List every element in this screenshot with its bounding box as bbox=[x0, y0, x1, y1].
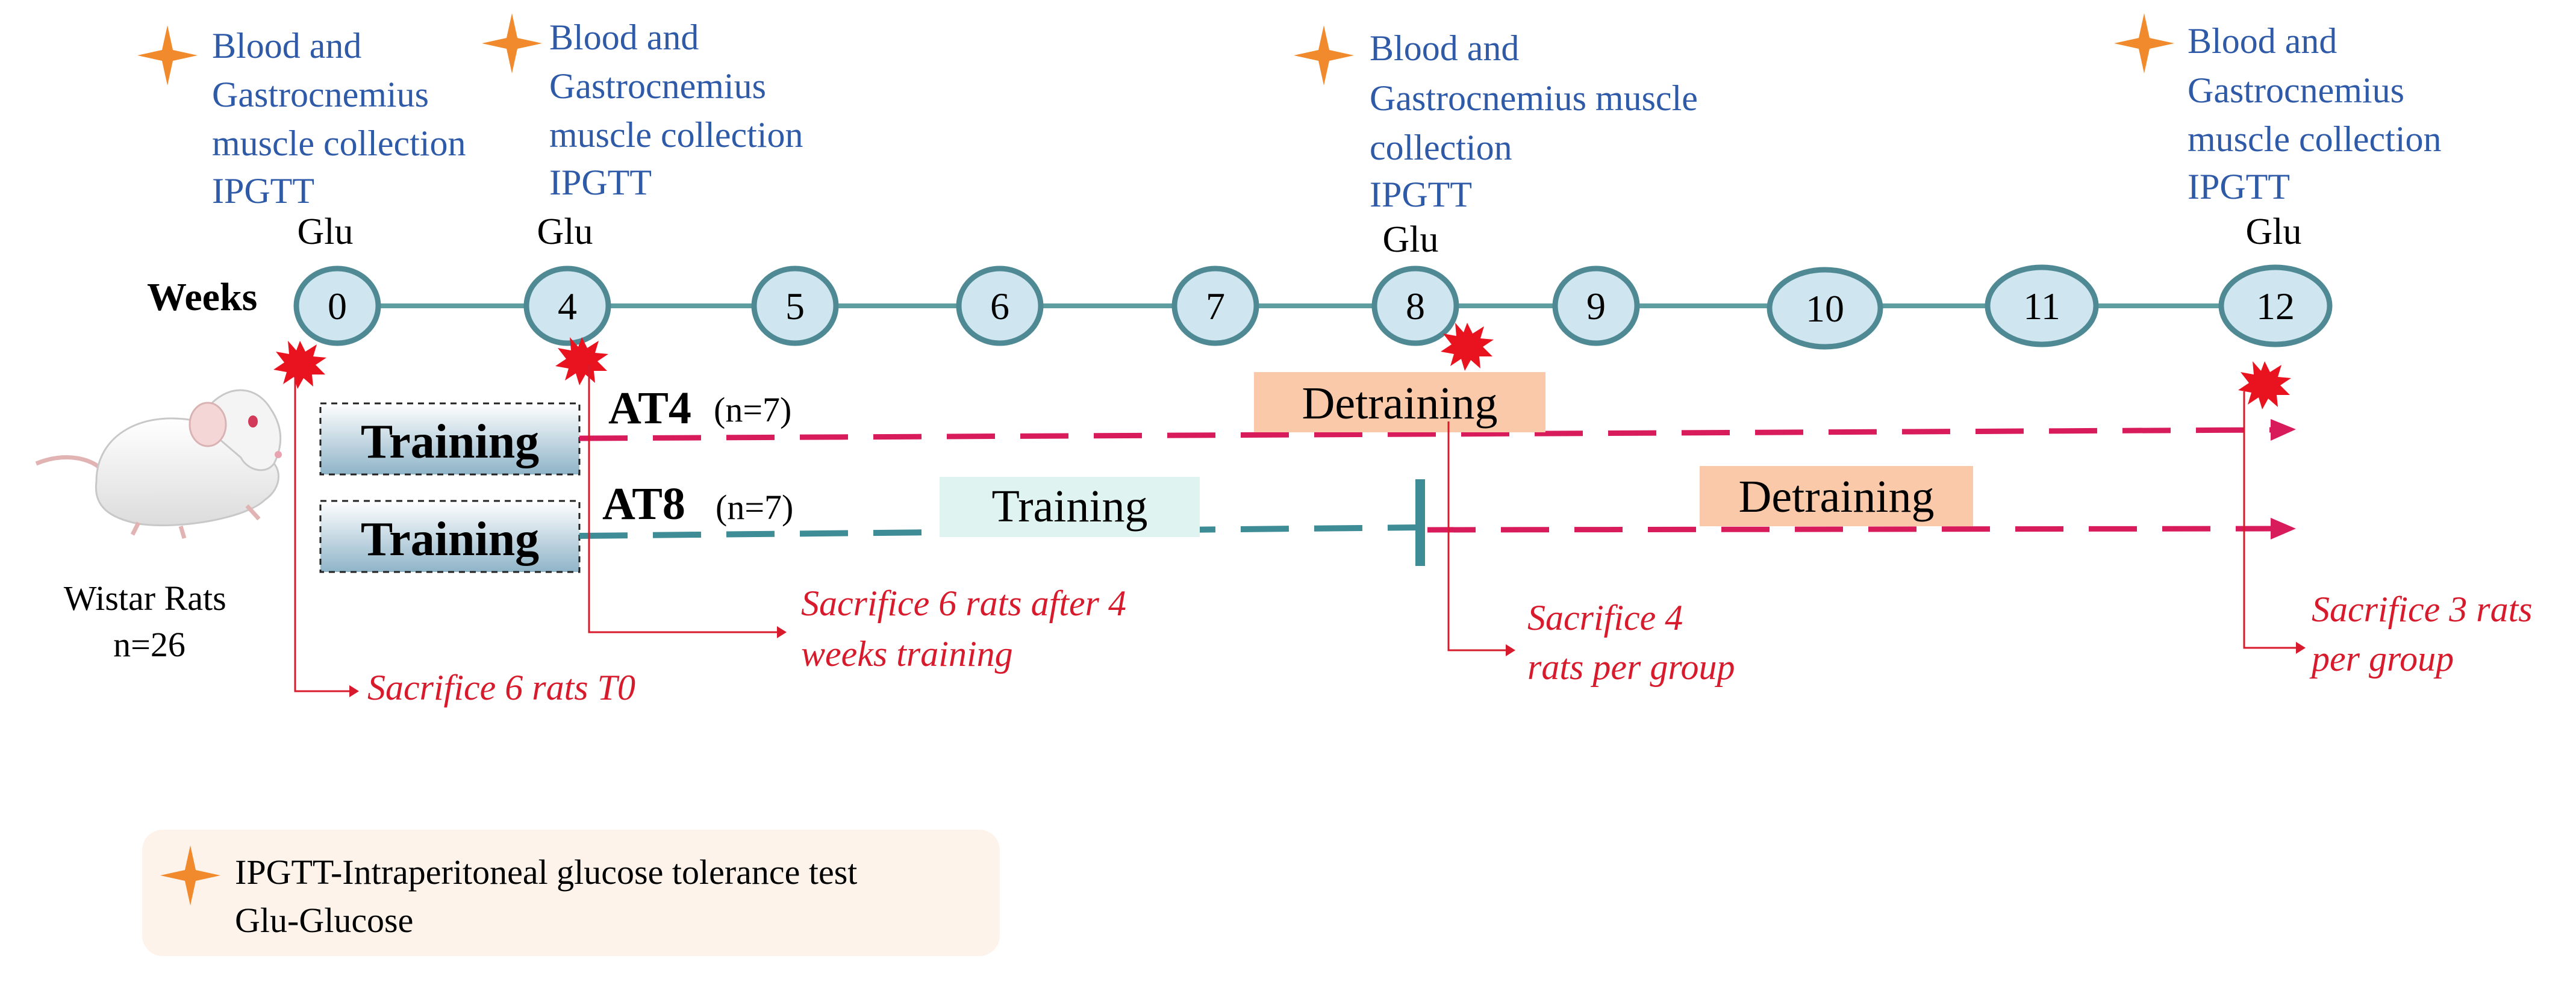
collection-group-8: Blood and Gastrocnemius muscle collectio… bbox=[1294, 25, 1707, 214]
sacrifice-connectors bbox=[294, 365, 2306, 697]
at4-detraining-box: Detraining bbox=[1254, 372, 1545, 432]
svg-text:11: 11 bbox=[2023, 285, 2060, 328]
burst-icon bbox=[2238, 361, 2291, 409]
week-node-4: 4 bbox=[523, 266, 611, 346]
at8-detraining-arrow-line bbox=[1427, 526, 2271, 533]
collection-group-12: Blood and Gastrocnemius muscle collectio… bbox=[2114, 13, 2451, 207]
week-nodes: 0 4 5 6 7 8 9 10 bbox=[293, 264, 2333, 350]
collection-group-4: Blood and Gastrocnemius muscle collectio… bbox=[482, 13, 812, 202]
collection-group-0: Blood and Gastrocnemius muscle collectio… bbox=[137, 25, 475, 211]
week-node-7: 7 bbox=[1171, 266, 1259, 346]
burst-icon bbox=[273, 341, 326, 389]
at4-label: AT4 bbox=[608, 383, 691, 434]
week-node-10: 10 bbox=[1767, 267, 1883, 350]
at8-detraining-box: Detraining bbox=[1700, 466, 1973, 526]
svg-text:5: 5 bbox=[785, 285, 805, 328]
svg-text:Detraining: Detraining bbox=[1738, 471, 1934, 522]
at4-training-box: Training bbox=[319, 402, 581, 476]
glu-label-0: Glu bbox=[298, 211, 354, 252]
glu-label-12: Glu bbox=[2246, 211, 2302, 252]
star-icon bbox=[1294, 25, 1354, 85]
sacrifice-label-8: Sacrifice 4 rats per group bbox=[1527, 598, 1735, 687]
svg-text:Detraining: Detraining bbox=[1302, 378, 1497, 429]
collection-text: Blood and Gastrocnemius muscle collectio… bbox=[2188, 21, 2451, 207]
rats-label: Wistar Rats n=26 bbox=[64, 579, 235, 664]
glu-label-8: Glu bbox=[1383, 219, 1439, 260]
svg-text:4: 4 bbox=[558, 285, 577, 328]
rat-illustration bbox=[35, 389, 282, 539]
week-node-5: 5 bbox=[751, 266, 839, 346]
svg-text:8: 8 bbox=[1406, 285, 1425, 328]
star-icon bbox=[2114, 13, 2174, 73]
collection-text: Blood and Gastrocnemius muscle collectio… bbox=[1370, 28, 1707, 214]
at8-mid-training-box: Training bbox=[940, 477, 1200, 537]
svg-text:10: 10 bbox=[1806, 287, 1844, 330]
svg-text:9: 9 bbox=[1586, 285, 1606, 328]
collection-text: Blood and Gastrocnemius muscle collectio… bbox=[549, 17, 812, 202]
week-node-6: 6 bbox=[956, 266, 1044, 346]
week-node-12: 12 bbox=[2218, 264, 2333, 347]
week-node-11: 11 bbox=[1985, 264, 2099, 347]
sacrifice-label-4: Sacrifice 6 rats after 4 weeks training bbox=[801, 583, 1135, 674]
week-node-0: 0 bbox=[293, 266, 381, 346]
svg-text:Training: Training bbox=[361, 415, 539, 468]
at8-training-box: Training bbox=[319, 500, 581, 573]
star-icon bbox=[482, 13, 542, 73]
at4-arrow-line bbox=[579, 427, 2271, 441]
svg-text:7: 7 bbox=[1206, 285, 1225, 328]
burst-icon bbox=[1441, 323, 1494, 371]
at4-arrowhead bbox=[2271, 419, 2296, 441]
weeks-axis-label: Weeks bbox=[147, 275, 257, 319]
at8-dash-line bbox=[579, 524, 1421, 539]
at8-arrowhead bbox=[2271, 518, 2296, 539]
legend: IPGTT-Intraperitoneal glucose tolerance … bbox=[142, 830, 1000, 956]
svg-text:Training: Training bbox=[991, 481, 1147, 532]
at4-n: (n=7) bbox=[714, 390, 791, 429]
sacrifice-label-12: Sacrifice 3 rats per group bbox=[2309, 589, 2542, 679]
svg-text:Training: Training bbox=[361, 513, 539, 566]
svg-text:12: 12 bbox=[2256, 285, 2295, 328]
burst-icon bbox=[555, 337, 608, 385]
svg-text:0: 0 bbox=[328, 285, 347, 328]
glu-label-4: Glu bbox=[537, 211, 593, 252]
week-node-9: 9 bbox=[1552, 266, 1640, 346]
at8-label: AT8 bbox=[602, 479, 685, 529]
star-icon bbox=[137, 25, 198, 85]
legend-text: IPGTT-Intraperitoneal glucose tolerance … bbox=[235, 853, 866, 940]
collection-text: Blood and Gastrocnemius muscle collectio… bbox=[212, 26, 475, 211]
sacrifice-label-0: Sacrifice 6 rats T0 bbox=[367, 668, 635, 707]
week-node-8: 8 bbox=[1371, 266, 1459, 346]
svg-text:6: 6 bbox=[990, 285, 1009, 328]
at8-n: (n=7) bbox=[716, 488, 793, 527]
star-icon bbox=[160, 845, 220, 906]
